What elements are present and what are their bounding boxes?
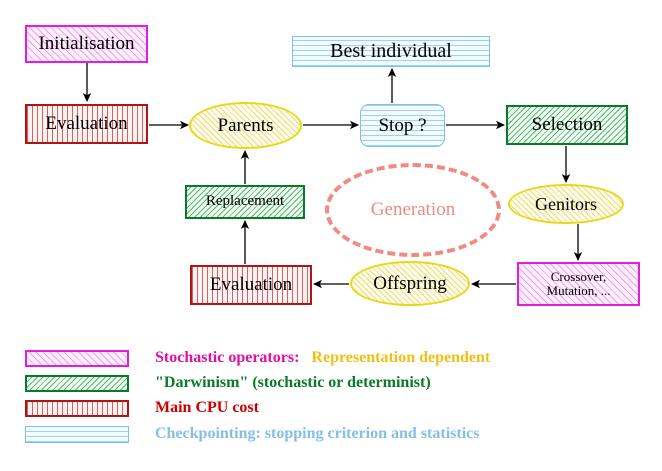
legend-text: "Darwinism" (stochastic or determinist) [155, 374, 431, 392]
legend-swatch-magenta-diagonal-hatch [25, 349, 129, 367]
node-stop[interactable]: Stop ? [360, 104, 445, 147]
node-label-initialisation: Initialisation [38, 33, 135, 55]
node-label-crossover-mutation: Crossover,Mutation, ... [546, 269, 611, 298]
legend-text-primary: "Darwinism" (stochastic or determinist) [155, 374, 431, 391]
legend-swatch-red-vertical-hatch [25, 399, 129, 417]
legend-swatch-green-diagonal-hatch [25, 374, 129, 392]
node-best-individual[interactable]: Best individual [292, 36, 490, 67]
legend-text-primary: Checkpointing: stopping criterion and st… [155, 425, 480, 442]
node-label-parents: Parents [217, 114, 274, 136]
node-label-evaluation-top: Evaluation [45, 113, 128, 135]
generation-region: Generation [325, 163, 501, 257]
legend-text-primary: Main CPU cost [155, 399, 259, 416]
legend-row: "Darwinism" (stochastic or determinist) [25, 372, 431, 394]
node-label-stop: Stop ? [378, 114, 427, 136]
legend-row: Main CPU cost [25, 397, 259, 419]
node-label-genitors: Genitors [535, 193, 597, 214]
legend-row: Checkpointing: stopping criterion and st… [25, 423, 479, 445]
node-label-best-individual: Best individual [330, 40, 452, 62]
node-label-offspring: Offspring [373, 272, 447, 294]
legend-text: Stochastic operators: Representation dep… [155, 349, 490, 367]
node-genitors[interactable]: Genitors [508, 184, 624, 224]
node-crossover-mutation[interactable]: Crossover,Mutation, ... [517, 262, 640, 306]
legend-row: Stochastic operators: Representation dep… [25, 347, 490, 369]
legend-text-primary: Stochastic operators: [155, 349, 300, 366]
node-offspring[interactable]: Offspring [350, 261, 470, 306]
node-label-evaluation-bottom: Evaluation [209, 274, 293, 296]
legend-text-gap [299, 349, 311, 366]
legend-text: Main CPU cost [155, 399, 259, 417]
node-label-replacement: Replacement [205, 193, 285, 210]
legend-text: Checkpointing: stopping criterion and st… [155, 425, 479, 443]
node-initialisation[interactable]: Initialisation [25, 25, 148, 63]
node-label-selection: Selection [531, 114, 603, 136]
node-replacement[interactable]: Replacement [185, 185, 305, 219]
node-selection[interactable]: Selection [506, 105, 628, 145]
node-parents[interactable]: Parents [189, 102, 302, 149]
generation-label: Generation [370, 199, 456, 220]
node-evaluation-top[interactable]: Evaluation [25, 104, 148, 144]
legend-swatch-blue-horizontal-hatch [25, 425, 129, 443]
legend-text-secondary: Representation dependent [311, 349, 491, 366]
node-evaluation-bottom[interactable]: Evaluation [190, 265, 312, 305]
